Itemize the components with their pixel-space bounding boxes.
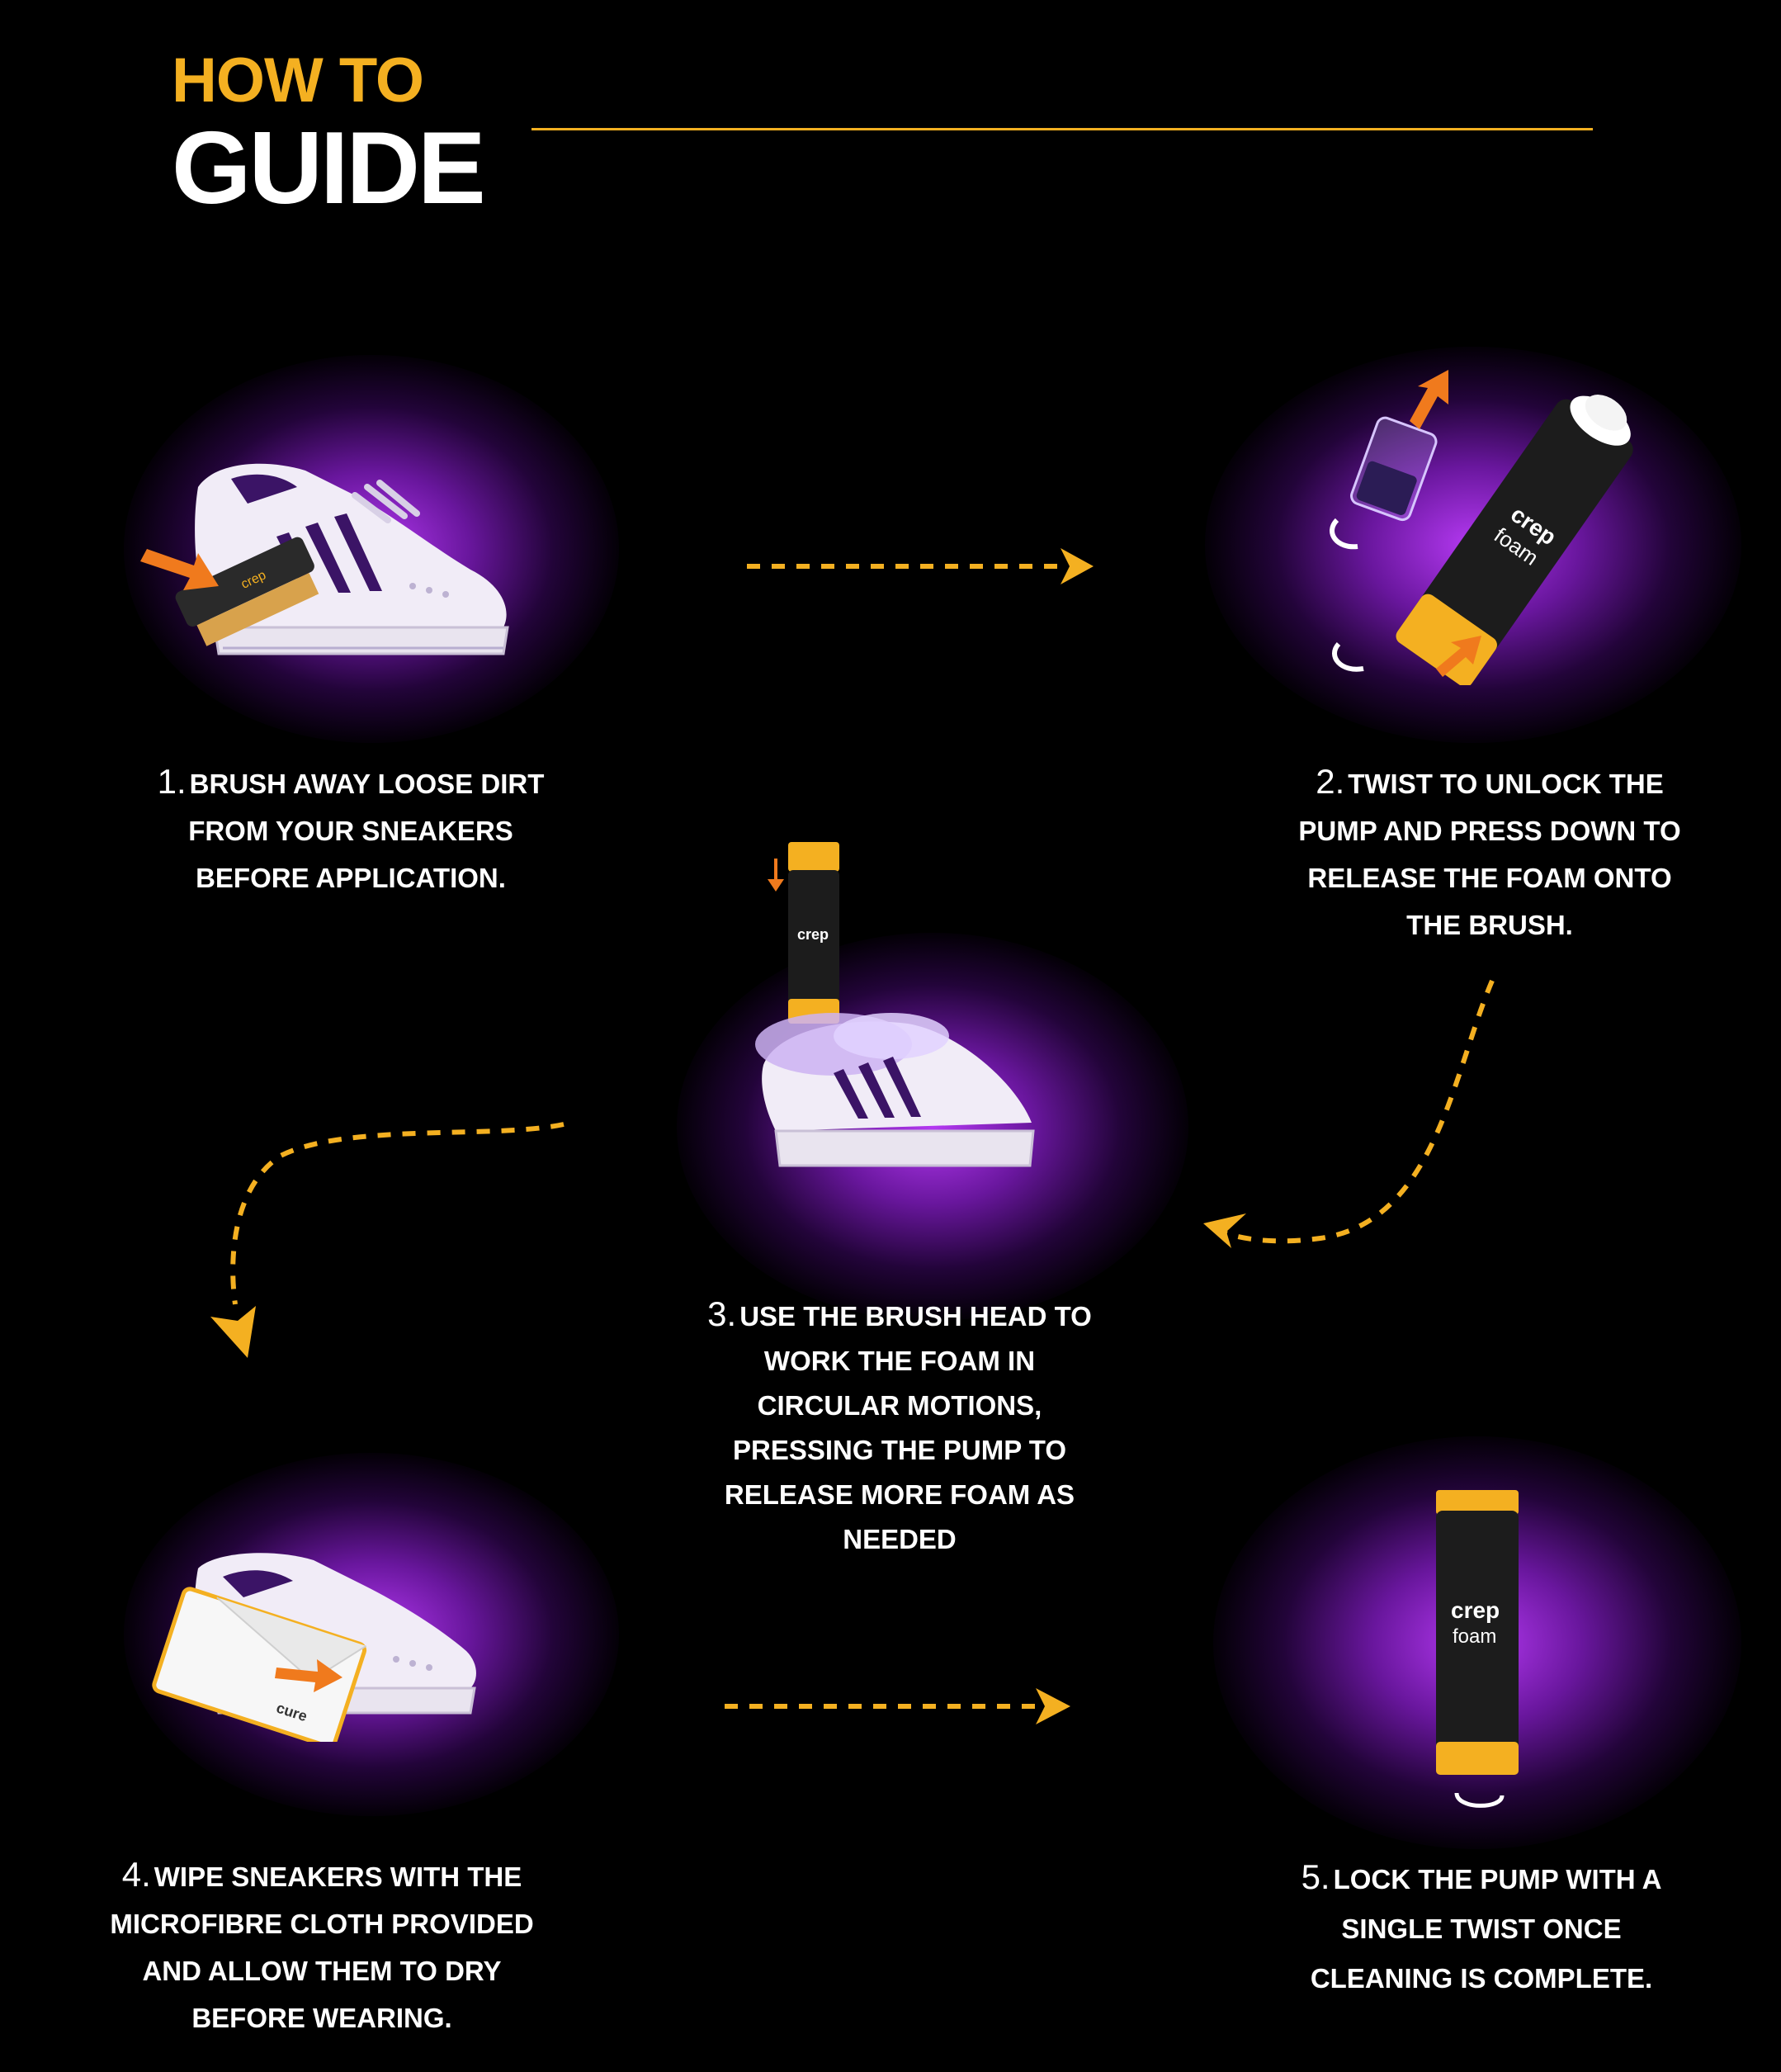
step-3-line: PRESSING THE PUMP TO — [732, 1435, 1067, 1465]
arrowhead-3 — [210, 1306, 256, 1358]
step-1-line: 1.BRUSH AWAY LOOSE DIRT — [157, 762, 545, 801]
title-guide: GUIDE — [172, 111, 486, 225]
step-3-line: WORK THE FOAM IN — [763, 1346, 1036, 1376]
foam-bottle-icon: crep foam — [1396, 395, 1633, 685]
bottle-product-text: foam — [1453, 1625, 1496, 1648]
step-2-text: 2.TWIST TO UNLOCK THE PUMP AND PRESS DOW… — [1254, 758, 1725, 948]
step3-illustration: crep — [755, 842, 1035, 1167]
twist-arrow-icon — [1454, 1792, 1505, 1808]
direction-arrow-icon — [1436, 636, 1481, 677]
title-how-to: HOW TO — [172, 45, 424, 116]
step-1-line: FROM YOUR SNEAKERS — [188, 816, 513, 846]
direction-arrow-icon — [1410, 370, 1448, 429]
step-3-text: 3.USE THE BRUSH HEAD TO WORK THE FOAM IN… — [677, 1292, 1122, 1562]
step-2-number: 2. — [1316, 762, 1345, 801]
step-1-line: BEFORE APPLICATION. — [196, 863, 506, 893]
cloth-icon: cure — [152, 1587, 367, 1742]
arrowhead-2 — [1203, 1213, 1246, 1248]
arrowhead-1 — [1061, 548, 1094, 584]
step-4-line: 4.WIPE SNEAKERS WITH THE — [121, 1855, 522, 1894]
step-4-text: 4.WIPE SNEAKERS WITH THE MICROFIBRE CLOT… — [91, 1851, 553, 2041]
cap-icon — [1350, 416, 1438, 522]
step-2-line: RELEASE THE FOAM ONTO — [1307, 863, 1672, 893]
direction-arrow-icon — [768, 859, 784, 892]
bottle-brand-text: crep — [797, 926, 829, 943]
sneaker-icon — [755, 1013, 1035, 1167]
arrow-3-to-4 — [230, 1122, 565, 1305]
step-2-line: THE BRUSH. — [1406, 910, 1573, 940]
step2-illustration: crep foam — [1330, 370, 1633, 685]
step3-glow — [677, 933, 1188, 1321]
brush-icon: crep — [175, 537, 319, 646]
step-3-line: RELEASE MORE FOAM AS — [724, 1479, 1075, 1510]
step-2-line: 2.TWIST TO UNLOCK THE — [1316, 762, 1664, 801]
step-4-line: MICROFIBRE CLOTH PROVIDED — [110, 1909, 534, 1939]
step-4-line: BEFORE WEARING. — [191, 2003, 452, 2033]
step1-illustration: crep — [140, 463, 509, 655]
foam-bottle-icon: crep foam — [1436, 1490, 1519, 1775]
guide-title: HOW TO GUIDE — [172, 45, 486, 225]
step-4-number: 4. — [121, 1855, 151, 1894]
twist-arrow-icon — [1330, 518, 1358, 550]
step-1-text: 1.BRUSH AWAY LOOSE DIRT FROM YOUR SNEAKE… — [132, 758, 569, 901]
direction-arrow-icon — [140, 549, 219, 590]
bottle-brand-text: crep — [1451, 1597, 1500, 1623]
arrowhead-4 — [1036, 1688, 1070, 1724]
step5-illustration: crep foam — [1436, 1490, 1519, 1808]
step-3-line: 3.USE THE BRUSH HEAD TO — [707, 1294, 1092, 1333]
step-5-line: SINGLE TWIST ONCE — [1341, 1914, 1622, 1944]
step-5-number: 5. — [1301, 1857, 1330, 1896]
step-1-number: 1. — [157, 762, 187, 801]
step-5-text: 5.LOCK THE PUMP WITH A SINGLE TWIST ONCE… — [1254, 1852, 1708, 2003]
step-2-line: PUMP AND PRESS DOWN TO — [1298, 816, 1681, 846]
title-divider — [531, 128, 1593, 130]
arrow-2-to-3 — [1220, 979, 1495, 1244]
foam-bottle-icon: crep — [788, 842, 839, 1024]
step-5-line: 5.LOCK THE PUMP WITH A — [1301, 1857, 1662, 1896]
step-4-line: AND ALLOW THEM TO DRY — [142, 1956, 502, 1986]
step4-illustration: cure — [152, 1553, 476, 1742]
twist-arrow-icon — [1332, 641, 1364, 672]
direction-arrow-icon — [275, 1659, 342, 1692]
step-3-line: CIRCULAR MOTIONS, — [757, 1390, 1042, 1421]
step-3-line: NEEDED — [843, 1524, 957, 1554]
step-3-number: 3. — [707, 1294, 737, 1333]
step-5-line: CLEANING IS COMPLETE. — [1310, 1963, 1653, 1994]
